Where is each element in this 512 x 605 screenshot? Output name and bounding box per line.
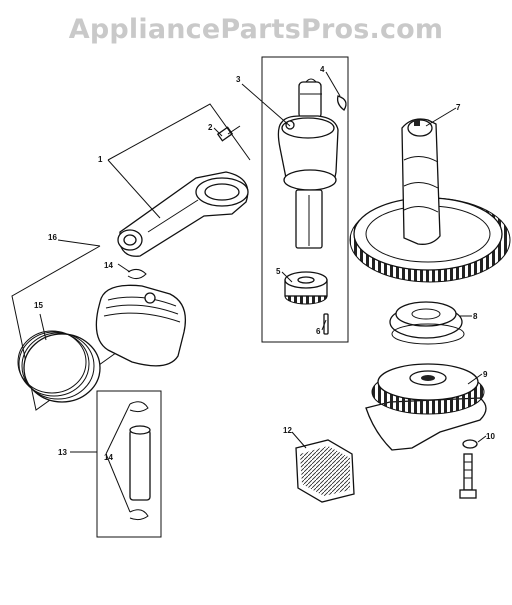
callout-13: 13: [58, 448, 67, 457]
callout-6: 6: [316, 327, 321, 336]
piston-rings: [17, 330, 101, 403]
callout-16: 16: [48, 233, 57, 242]
pin-box: [96, 390, 162, 538]
piston-group: [11, 245, 187, 411]
oil-filter-screen: [295, 439, 355, 503]
callout-7: 7: [456, 103, 461, 112]
callout-10: 10: [486, 432, 495, 441]
camshaft: [349, 118, 511, 283]
governor: [389, 301, 465, 345]
piston-pin: [129, 429, 151, 501]
callout-labels: 1 2 3 4 5 6 7 8 9 10 12 13 14 14 15 16: [34, 65, 495, 462]
piston: [95, 284, 187, 367]
callout-1: 1: [98, 155, 103, 164]
callout-12: 12: [283, 426, 292, 435]
callout-2: 2: [208, 123, 213, 132]
connecting-rod: [117, 171, 249, 257]
crank-gear: [284, 271, 328, 305]
callout-8: 8: [473, 312, 478, 321]
callout-5: 5: [276, 267, 281, 276]
oil-pump-gear: [365, 363, 487, 451]
cover-bolt: [459, 453, 477, 499]
rod-bolt: [216, 125, 241, 142]
callout-4: 4: [320, 65, 325, 74]
key-part: [336, 95, 347, 111]
washer: [462, 439, 478, 449]
crankshaft: [277, 78, 339, 249]
callout-9: 9: [483, 370, 488, 379]
crankshaft-group: [261, 56, 349, 343]
circlip-top: [129, 401, 149, 413]
callout-3: 3: [236, 75, 241, 84]
callout-14-piston: 14: [104, 261, 113, 270]
circlip-bottom: [129, 509, 149, 521]
callout-14-pin: 14: [104, 453, 113, 462]
callout-lines: [39, 71, 487, 513]
crankshaft-box: [261, 56, 349, 343]
piston-pin-group: [96, 390, 162, 538]
watermark: AppliancePartsPros.com: [68, 14, 444, 45]
circlip: [127, 268, 147, 280]
callout-15: 15: [34, 301, 43, 310]
